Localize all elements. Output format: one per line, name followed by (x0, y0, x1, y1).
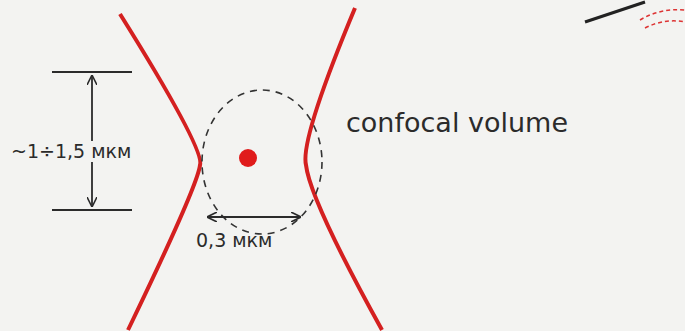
corner-dashes (645, 21, 685, 28)
beam-edge (120, 14, 200, 330)
focal-point (239, 149, 257, 167)
corner-stroke (585, 2, 645, 22)
dimension-label: 0,3 мкм (196, 230, 272, 251)
corner-dashes (640, 10, 685, 20)
dimension-arrow (208, 216, 300, 218)
annotation-label: confocal volume (346, 108, 568, 138)
beam-edge (305, 8, 382, 330)
confocal-ellipse (202, 90, 322, 234)
dimension-label: ~1÷1,5 мкм (8, 141, 134, 162)
